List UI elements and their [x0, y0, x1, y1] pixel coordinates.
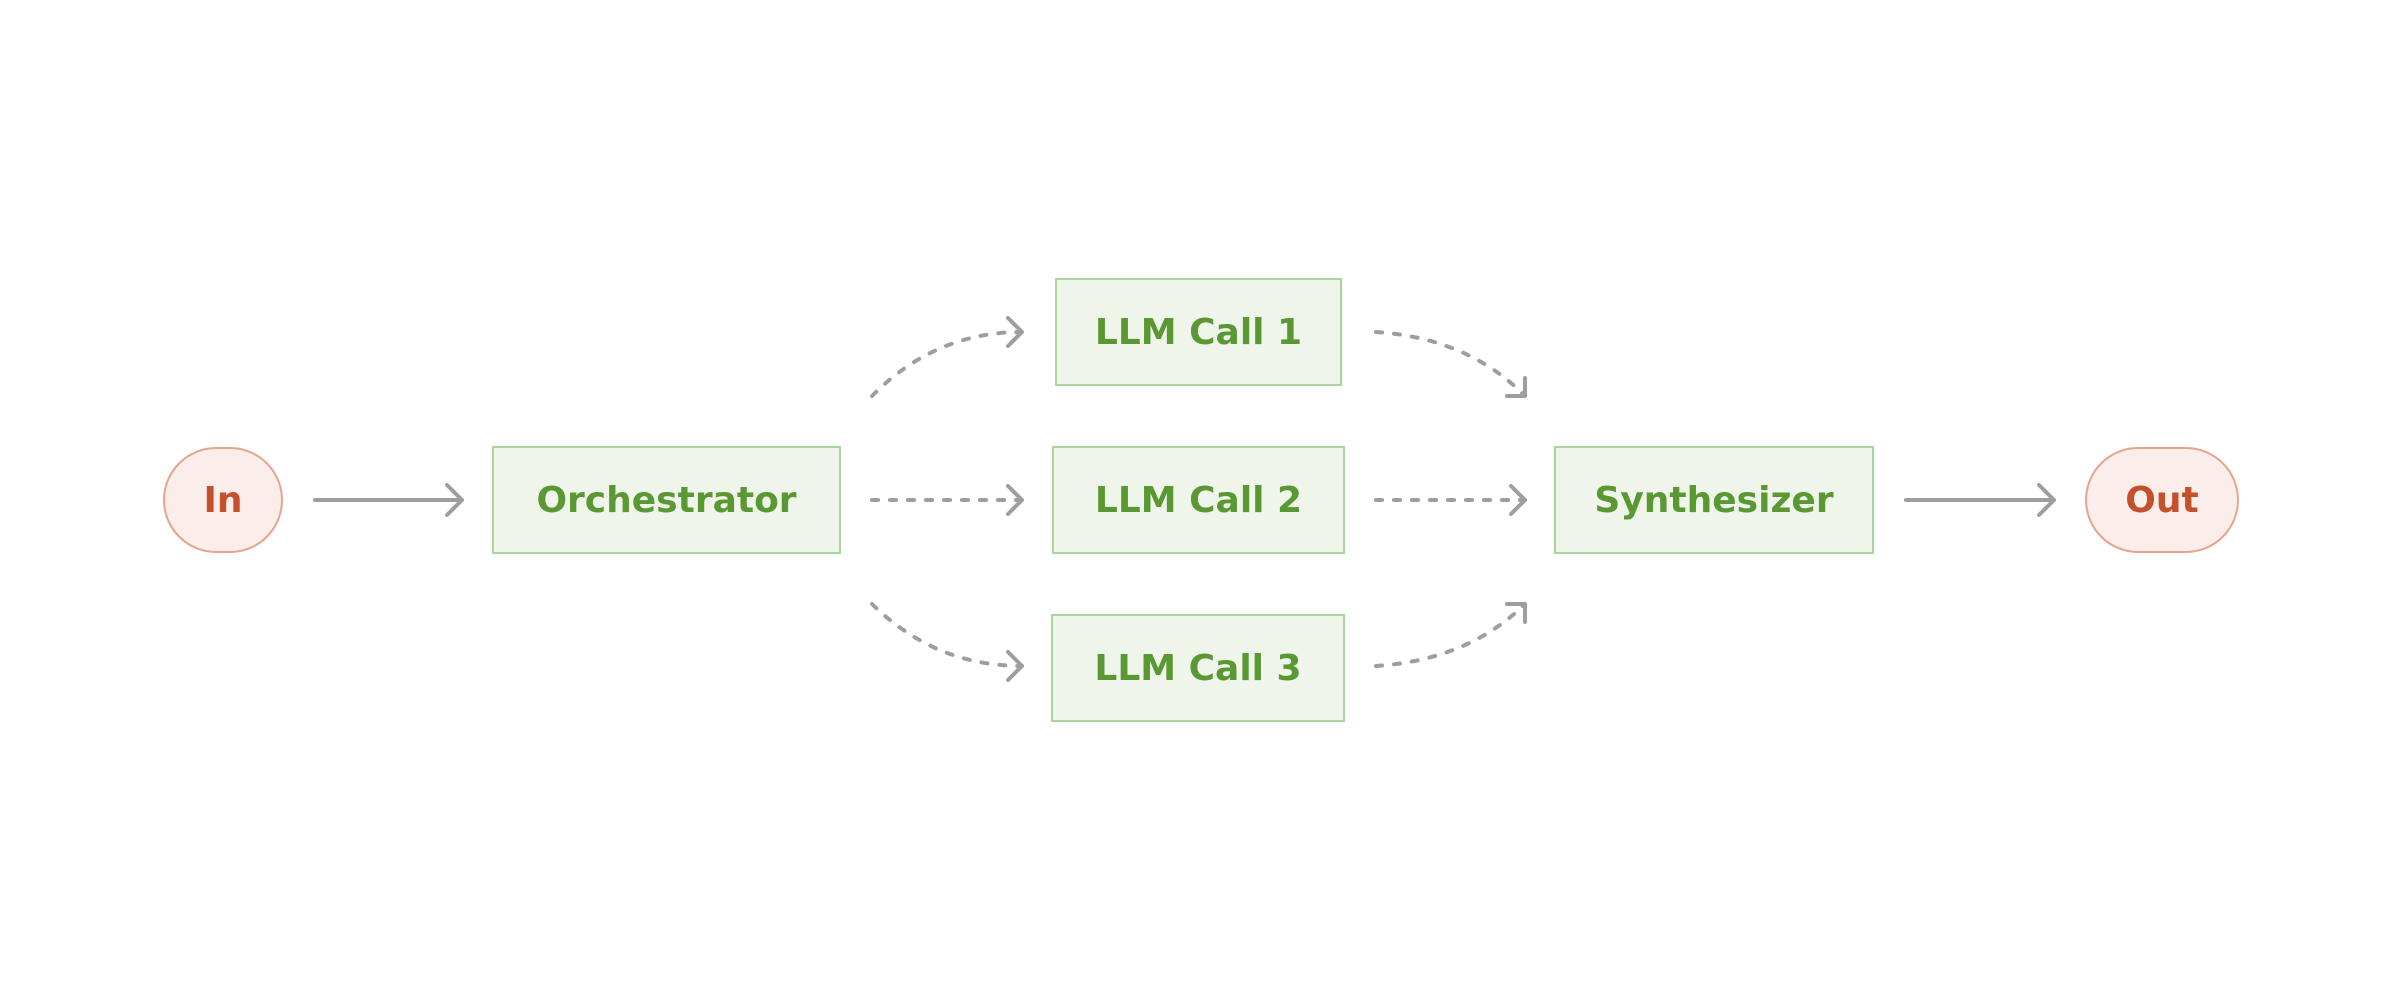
- edge-in-to-orchestrator: [313, 483, 464, 517]
- input-node: In: [163, 447, 283, 553]
- output-node: Out: [2085, 447, 2239, 553]
- llm-call-1-node: LLM Call 1: [1055, 278, 1342, 386]
- edge-orchestrator-to-llm-call-3: [870, 602, 1024, 682]
- llm-call-2-node: LLM Call 2: [1052, 446, 1345, 554]
- llm-call-3-node: LLM Call 3: [1051, 614, 1345, 722]
- edge-orchestrator-to-llm-call-2: [870, 484, 1024, 516]
- edge-synthesizer-to-out: [1904, 483, 2056, 517]
- synthesizer-node: Synthesizer: [1554, 446, 1874, 554]
- edge-llm-call-3-to-synthesizer: [1374, 602, 1527, 668]
- orchestrator-node: Orchestrator: [492, 446, 841, 554]
- edge-orchestrator-to-llm-call-1: [870, 316, 1024, 398]
- edge-llm-call-1-to-synthesizer: [1374, 330, 1527, 398]
- edge-llm-call-2-to-synthesizer: [1374, 484, 1527, 516]
